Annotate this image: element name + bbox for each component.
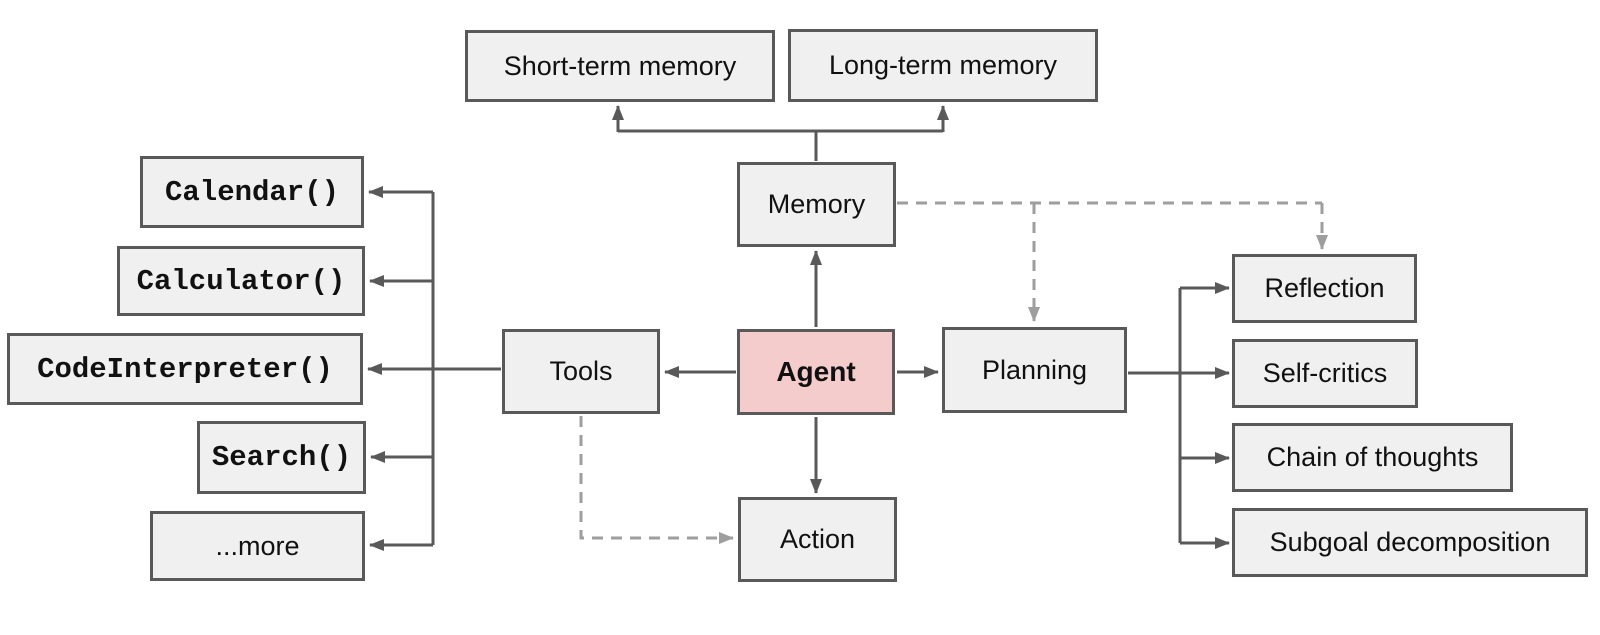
- agent-node: Agent: [737, 329, 895, 415]
- tools-node: Tools: [502, 329, 660, 414]
- calculator-tool-node: Calculator(): [117, 246, 365, 316]
- calendar-tool-node: Calendar(): [140, 156, 364, 228]
- reflection-node: Reflection: [1232, 254, 1417, 323]
- subgoal-decomposition-node: Subgoal decomposition: [1232, 508, 1588, 577]
- memory-node: Memory: [737, 162, 896, 247]
- more-tools-node: ...more: [150, 511, 365, 581]
- edge-tools-to-action-dashed: [579, 416, 734, 544]
- action-node: Action: [738, 497, 897, 582]
- long-term-memory-node: Long-term memory: [788, 29, 1098, 102]
- self-critics-node: Self-critics: [1232, 339, 1418, 408]
- search-tool-node: Search(): [197, 421, 366, 494]
- code-interpreter-tool-node: CodeInterpreter(): [7, 333, 363, 405]
- chain-of-thoughts-node: Chain of thoughts: [1232, 423, 1513, 492]
- short-term-memory-node: Short-term memory: [465, 30, 775, 102]
- planning-node: Planning: [942, 327, 1127, 413]
